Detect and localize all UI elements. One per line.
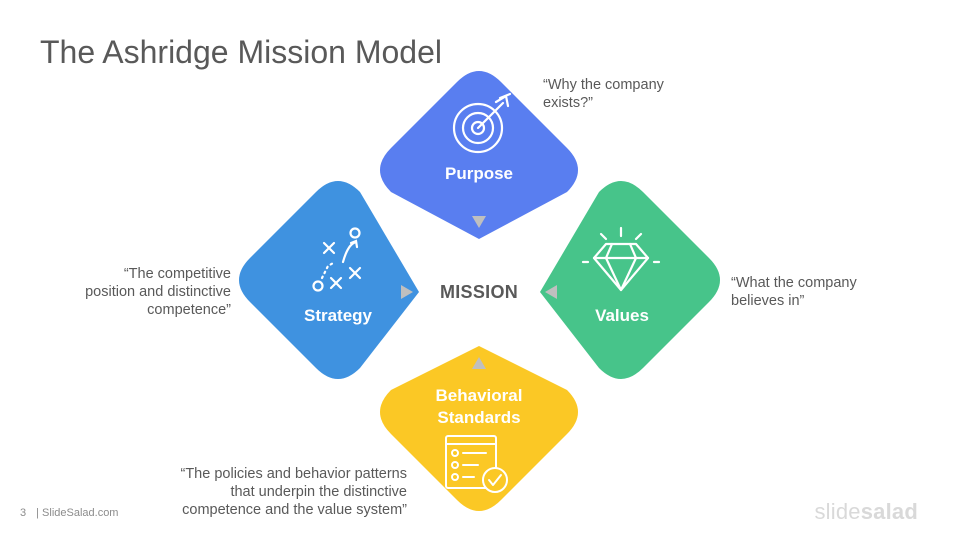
purpose-quadrant — [380, 71, 578, 239]
purpose-quote-line1: “Why the company — [543, 77, 664, 93]
page-number: 3 — [20, 507, 27, 519]
behavioral-quadrant — [380, 346, 578, 511]
values-quote: “What the company believes in” — [731, 274, 857, 310]
footer-site: | SlideSalad.com — [36, 507, 119, 519]
arrow-from-purpose — [472, 216, 486, 228]
diamond-gem-icon — [581, 226, 661, 292]
behavioral-label: Behavioral Standards — [436, 385, 523, 429]
arrow-from-strategy — [401, 285, 413, 299]
brand-logo-part1: slide — [814, 499, 861, 524]
checklist-icon — [445, 435, 508, 493]
slide-footer: 3 | SlideSalad.com — [20, 507, 118, 519]
slide-title: The Ashridge Mission Model — [40, 34, 442, 70]
brand-logo-part2: salad — [860, 499, 918, 524]
purpose-quote: “Why the company exists?” — [543, 76, 664, 112]
strategy-quote-line3: competence” — [147, 302, 231, 318]
behavioral-label-line1: Behavioral — [435, 386, 523, 405]
center-arrows — [401, 216, 557, 369]
values-quote-line1: “What the company — [731, 275, 857, 291]
purpose-quote-line2: exists?” — [543, 95, 593, 111]
values-label: Values — [595, 306, 649, 325]
purpose-diamond — [380, 71, 578, 239]
strategy-diamond — [239, 181, 419, 379]
behavioral-quote-line3: competence and the value system” — [182, 502, 407, 518]
purpose-label: Purpose — [444, 164, 514, 183]
strategy-quote: “The competitive position and distinctiv… — [85, 265, 231, 319]
strategy-play-icon — [312, 227, 362, 292]
behavioral-diamond — [380, 346, 578, 511]
arrow-from-behavioral — [472, 357, 486, 369]
mission-center-label: MISSION — [439, 282, 519, 302]
strategy-label: Strategy — [303, 306, 373, 325]
arrow-from-values — [545, 285, 557, 299]
brand-logo: slidesalad — [814, 499, 918, 525]
behavioral-label-line2: Standards — [437, 408, 521, 427]
strategy-quadrant — [239, 181, 419, 379]
behavioral-quote-line1: “The policies and behavior patterns — [180, 466, 408, 482]
behavioral-quote-line2: that underpin the distinctive — [230, 484, 407, 500]
target-icon — [452, 92, 512, 154]
strategy-quote-line2: position and distinctive — [85, 284, 231, 300]
behavioral-quote: “The policies and behavior patterns that… — [181, 465, 408, 519]
strategy-quote-line1: “The competitive — [123, 266, 231, 282]
values-quote-line2: believes in” — [731, 293, 805, 309]
values-quadrant — [540, 181, 720, 379]
